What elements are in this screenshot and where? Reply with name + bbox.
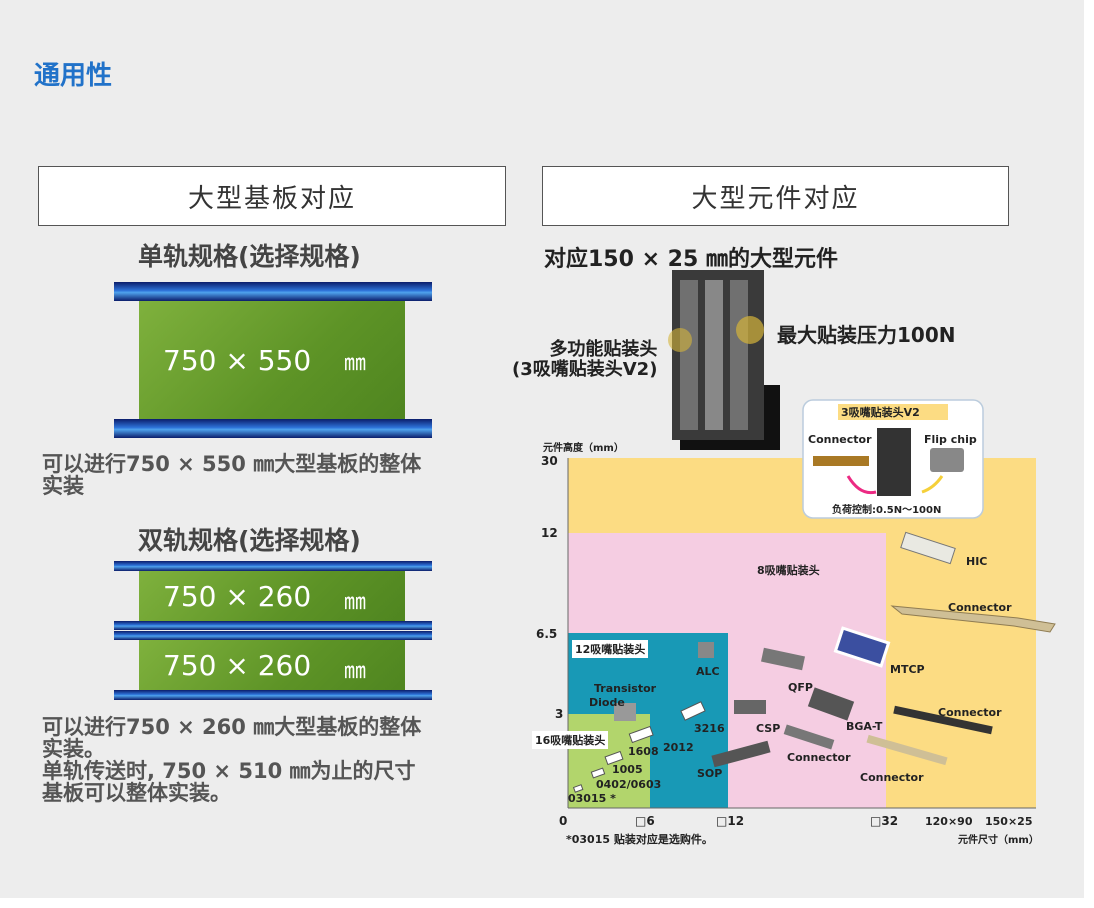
comp-label-2012: 2012 [663, 741, 694, 754]
comp-label-connector-4: Connector [860, 771, 924, 784]
multi-head-image [668, 270, 780, 450]
comp-label-connector-3: Connector [938, 706, 1002, 719]
x-tick-12: □12 [716, 814, 745, 828]
zone-label-8-nozzle: 8吸嘴贴装头 [757, 564, 820, 577]
y-tick-30: 30 [541, 454, 558, 468]
x-tick-150x25: 150×25 [985, 815, 1033, 828]
single-rail-bottom [114, 419, 432, 438]
dual-board-size-1: 750 × 260 [163, 579, 312, 613]
dual-rail-2 [114, 621, 432, 630]
chart-xlabel: 元件尺寸（mm） [958, 835, 1039, 846]
single-board-size: 750 × 550 [163, 343, 312, 377]
comp-label-diode: Diode [589, 696, 625, 709]
y-tick-6-5: 6.5 [536, 627, 558, 641]
single-rail-top [114, 282, 432, 301]
inset-flip-chip-label: Flip chip [924, 433, 977, 446]
y-tick-0: 0 [559, 814, 568, 828]
comp-label-csp: CSP [756, 722, 781, 735]
large-component-header: 大型元件对应 [542, 166, 1009, 226]
dual-board-unit-1: ㎜ [344, 590, 367, 615]
section-title: 通用性 [34, 61, 113, 91]
large-component-heading: 对应150 × 25 ㎜的大型元件 [544, 247, 838, 272]
comp-label-hic: HIC [966, 555, 988, 568]
component-drawings [572, 531, 1056, 793]
chart-footnote: *03015 贴装对应是选购件。 [566, 833, 713, 846]
zone-label-12-nozzle: 12吸嘴贴装头 [572, 640, 649, 658]
dual-rail-3 [114, 631, 432, 640]
single-rail-description: 可以进行750 × 550 ㎜大型基板的整体 实装 [42, 452, 422, 498]
large-board-header: 大型基板对应 [38, 166, 506, 226]
comp-label-alc: ALC [696, 665, 720, 678]
dual-rail-title: 双轨规格(选择规格) [138, 526, 361, 555]
comp-label-qfp: QFP [788, 681, 813, 694]
comp-label-connector-2: Connector [787, 751, 851, 764]
dual-rail-4 [114, 690, 432, 700]
comp-label-3216: 3216 [694, 722, 725, 735]
dual-board-unit-2: ㎜ [344, 659, 367, 684]
comp-label-1005: 1005 [612, 763, 643, 776]
inset-panel [802, 399, 984, 519]
inset-connector-label: Connector [808, 433, 872, 446]
inset-title: 3吸嘴贴装头V2 [841, 406, 920, 419]
single-rail-title: 单轨规格(选择规格) [138, 242, 361, 271]
page-right-edge [1084, 0, 1094, 908]
max-pressure-label: 最大贴装压力100N [777, 323, 956, 347]
dual-rail-description: 可以进行750 × 260 ㎜大型基板的整体 实装。 单轨传送时, 750 × … [42, 715, 422, 805]
dual-rail-board-1: 750 × 260 ㎜ [139, 571, 405, 621]
x-tick-32: □32 [870, 814, 899, 828]
comp-label-mtcp: MTCP [890, 663, 925, 676]
component-size-chart [567, 270, 1056, 809]
inset-load-control: 负荷控制:0.5N〜100N [832, 505, 942, 516]
comp-label-bga-t: BGA-T [846, 720, 883, 733]
dual-board-size-2: 750 × 260 [163, 648, 312, 682]
single-board-unit: ㎜ [344, 351, 367, 376]
comp-label-03015: 03015 * [568, 792, 616, 805]
dual-rail-board-2: 750 × 260 ㎜ [139, 640, 405, 690]
x-tick-6: □6 [635, 814, 655, 828]
page-bottom-edge [0, 898, 1094, 908]
multi-function-head-label: 多功能贴装头 (3吸嘴贴装头V2) [512, 339, 658, 380]
y-tick-12: 12 [541, 526, 558, 540]
dual-rail-1 [114, 561, 432, 571]
chart-ylabel: 元件高度（mm） [543, 443, 624, 454]
comp-label-1608: 1608 [628, 745, 659, 758]
comp-label-transistor: Transistor [594, 682, 657, 695]
y-tick-3: 3 [555, 707, 564, 721]
single-rail-board: 750 × 550 ㎜ [139, 301, 405, 419]
comp-label-sop: SOP [697, 767, 723, 780]
comp-label-0402-0603: 0402/0603 [596, 778, 662, 791]
x-tick-120x90: 120×90 [925, 815, 973, 828]
comp-label-connector-1: Connector [948, 601, 1012, 614]
zone-label-16-nozzle: 16吸嘴贴装头 [532, 731, 609, 749]
